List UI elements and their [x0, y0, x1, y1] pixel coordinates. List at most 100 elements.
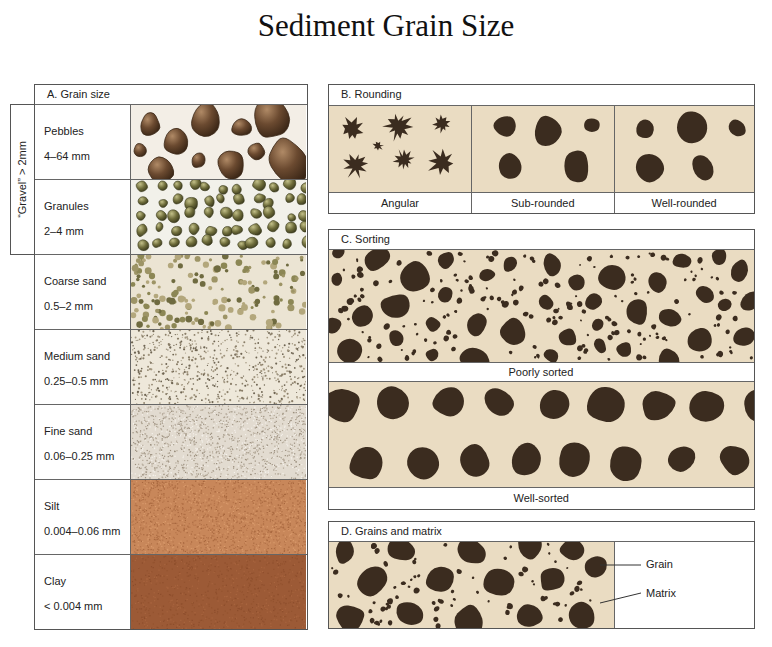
sand-speck	[295, 418, 296, 419]
sand-grain	[154, 294, 159, 299]
sand-grain	[174, 317, 179, 322]
sand-speck	[189, 452, 190, 453]
sand-speck	[221, 447, 222, 448]
sand-grain	[152, 342, 154, 344]
sand-grain	[221, 297, 227, 303]
sand-grain	[184, 369, 185, 370]
granule	[200, 182, 209, 191]
granule	[269, 183, 278, 192]
sand-speck	[187, 406, 188, 407]
sand-grain	[230, 354, 232, 356]
sand-speck	[175, 473, 176, 474]
sand-speck	[211, 419, 212, 420]
sand-grain	[290, 384, 292, 386]
sand-grain	[183, 372, 185, 374]
sand-speck	[274, 469, 275, 470]
sand-grain	[223, 355, 225, 357]
granule	[245, 237, 258, 248]
sand-speck	[291, 449, 292, 450]
sand-grain	[194, 347, 196, 349]
sand-speck	[242, 466, 243, 467]
sand-speck	[277, 436, 278, 437]
sand-speck	[193, 420, 194, 421]
sand-speck	[146, 429, 147, 430]
sand-speck	[222, 460, 223, 461]
sand-grain	[160, 398, 162, 400]
sand-speck	[301, 464, 302, 465]
sand-grain	[304, 344, 305, 345]
sand-grain	[248, 352, 249, 353]
sand-speck	[162, 438, 163, 439]
sand-speck	[196, 407, 197, 408]
sand-grain	[305, 390, 306, 391]
sand-speck	[176, 450, 177, 451]
sand-grain	[293, 335, 295, 337]
sand-grain	[175, 391, 176, 392]
sand-grain	[171, 371, 173, 373]
sand-speck	[235, 459, 236, 460]
sand-grain	[137, 361, 138, 362]
sand-speck	[196, 463, 197, 464]
sand-speck	[247, 428, 248, 429]
sand-speck	[188, 417, 189, 418]
sand-grain	[201, 332, 202, 333]
sand-speck	[251, 463, 252, 464]
granule	[231, 225, 242, 234]
sand-grain	[303, 340, 305, 342]
sand-grain	[148, 387, 150, 389]
sand-speck	[226, 454, 227, 455]
sand-speck	[246, 415, 247, 416]
sand-grain	[193, 348, 195, 350]
sand-grain	[142, 285, 145, 288]
granule	[298, 211, 306, 222]
sand-speck	[258, 416, 259, 417]
sand-grain	[299, 308, 305, 314]
sand-grain	[150, 351, 152, 353]
sand-speck	[297, 423, 298, 424]
granule	[283, 239, 292, 249]
sand-grain	[188, 367, 190, 369]
sand-speck	[153, 439, 154, 440]
sand-speck	[155, 461, 156, 462]
sand-speck	[287, 429, 288, 430]
sand-grain	[299, 355, 300, 356]
sand-grain	[158, 380, 160, 382]
granule	[233, 194, 244, 205]
sand-grain	[147, 366, 149, 368]
sand-speck	[232, 440, 233, 441]
sand-speck	[272, 407, 273, 408]
sand-speck	[154, 423, 155, 424]
sand-grain	[165, 334, 167, 336]
sand-speck	[155, 429, 156, 430]
sand-grain	[146, 280, 150, 284]
granule	[220, 237, 230, 246]
sand-speck	[134, 448, 135, 449]
sand-grain	[301, 370, 303, 372]
sand-grain	[181, 364, 182, 365]
sand-speck	[306, 407, 307, 408]
sand-grain	[224, 393, 226, 395]
sand-speck	[156, 441, 157, 442]
sand-grain	[226, 339, 227, 340]
sand-grain	[179, 369, 181, 371]
sand-speck	[149, 426, 150, 427]
sand-speck	[264, 469, 265, 470]
sand-grain	[281, 398, 283, 400]
sand-speck	[167, 443, 168, 444]
sand-speck	[165, 443, 166, 444]
sand-grain	[245, 362, 247, 364]
sand-grain	[195, 256, 201, 262]
sand-speck	[145, 467, 146, 468]
sand-grain	[271, 310, 275, 314]
sand-grain	[300, 271, 305, 276]
sand-speck	[259, 446, 260, 447]
sand-speck	[165, 437, 166, 438]
sand-speck	[197, 453, 198, 454]
sand-grain	[194, 399, 196, 401]
sand-speck	[153, 419, 154, 420]
sand-grain	[267, 352, 268, 353]
sand-speck	[252, 455, 253, 456]
sand-speck	[224, 417, 225, 418]
sand-speck	[149, 451, 150, 452]
sand-grain	[272, 372, 273, 373]
